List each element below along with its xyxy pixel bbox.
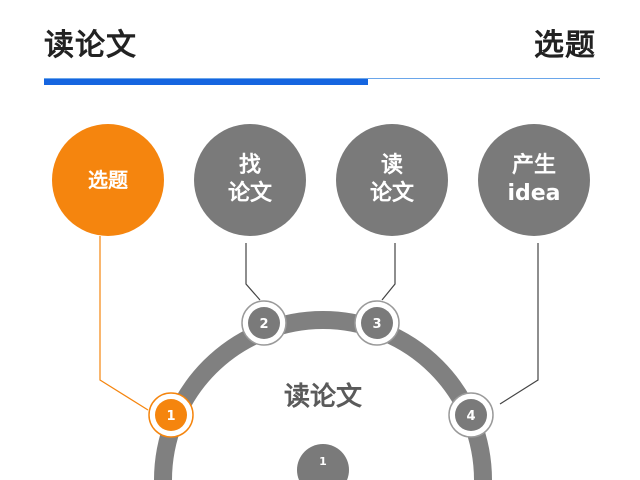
bottom-marker-label: 1 bbox=[319, 455, 327, 468]
arc-center-label: 读论文 bbox=[284, 381, 363, 412]
header-rule bbox=[44, 78, 600, 79]
step-marker-4[interactable]: 4 bbox=[448, 392, 494, 438]
step-circle-find-papers[interactable]: 找 论文 bbox=[194, 124, 306, 236]
step-marker-3[interactable]: 3 bbox=[354, 300, 400, 346]
step-marker-1[interactable]: 1 bbox=[148, 392, 194, 438]
step-circle-select-topic[interactable]: 选题 bbox=[52, 124, 164, 236]
step-circle-generate-idea[interactable]: 产生 idea bbox=[478, 124, 590, 236]
section-title: 选题 bbox=[534, 28, 596, 63]
step-circle-read-papers[interactable]: 读 论文 bbox=[336, 124, 448, 236]
bottom-marker bbox=[297, 444, 349, 480]
step-marker-4-label: 4 bbox=[466, 409, 475, 424]
step-marker-2[interactable]: 2 bbox=[241, 300, 287, 346]
step-marker-1-label: 1 bbox=[166, 409, 175, 424]
connector-line-2 bbox=[245, 243, 261, 301]
connector-line-4 bbox=[499, 243, 539, 405]
header-rule-progress bbox=[44, 79, 368, 85]
page-title: 读论文 bbox=[44, 28, 137, 63]
step-marker-3-label: 3 bbox=[372, 317, 381, 332]
connector-line-3 bbox=[381, 243, 396, 301]
connector-line-1 bbox=[99, 236, 149, 411]
step-marker-2-label: 2 bbox=[259, 317, 268, 332]
